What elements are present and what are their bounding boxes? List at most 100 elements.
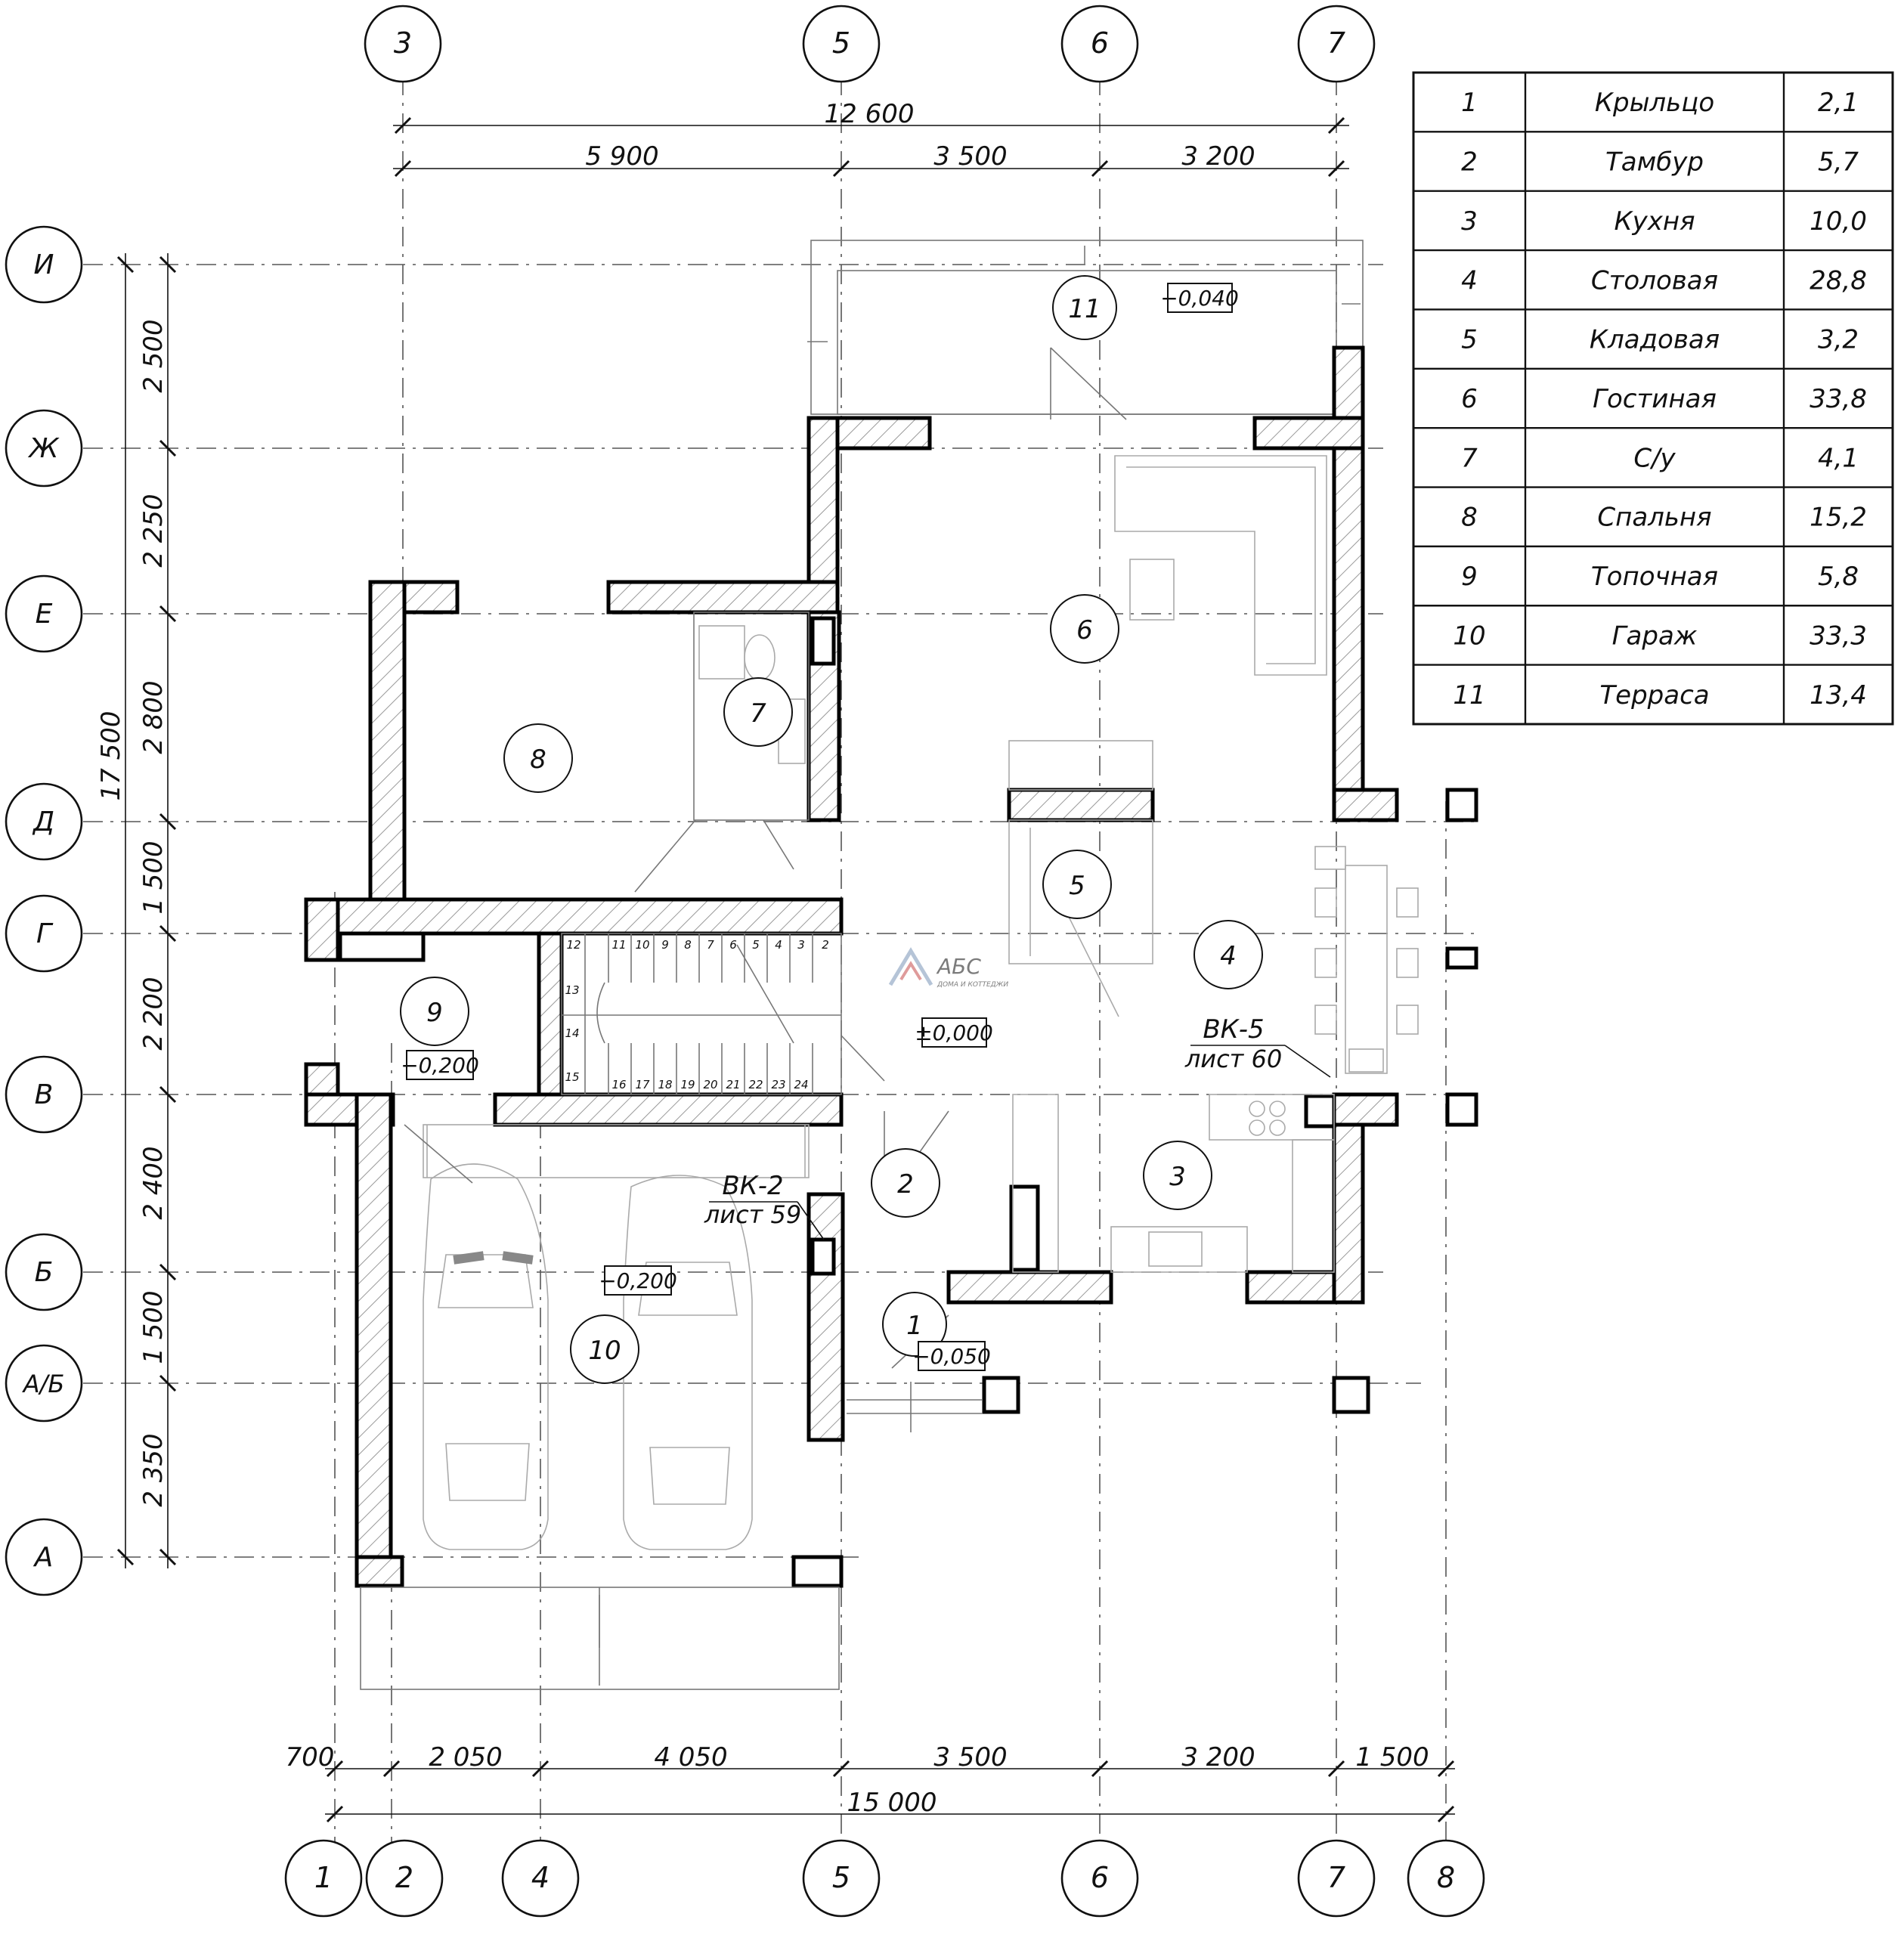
dim-left-seg-6: 2 400 xyxy=(138,1146,169,1219)
room-number-10: 10 xyxy=(588,1336,621,1366)
doors xyxy=(404,819,983,1648)
stair-step-10: 10 xyxy=(635,938,649,952)
axis-bottom-4: 4 xyxy=(531,1861,550,1894)
axis-left-Д: Д xyxy=(32,807,54,837)
room-number-8: 8 xyxy=(530,745,546,775)
dim-left-seg-4: 1 500 xyxy=(138,841,169,914)
table-cell-number: 8 xyxy=(1461,503,1478,533)
stair-step-5: 5 xyxy=(752,938,760,952)
stair-step-7: 7 xyxy=(707,938,714,952)
axis-bubbles-left: И Ж Е Д Г В Б А/Б А xyxy=(5,225,83,1596)
table-cell-area: 33,3 xyxy=(1810,621,1867,651)
level-boiler: −0,200 xyxy=(401,1053,479,1078)
dim-left-seg-5: 2 200 xyxy=(138,977,169,1050)
table-cell-room-name: Гостиная xyxy=(1593,384,1717,414)
stair-step-24: 24 xyxy=(794,1078,808,1091)
axis-left-А: А xyxy=(33,1542,54,1573)
axis-top-3: 3 xyxy=(394,26,412,60)
axis-left-А/Б: А/Б xyxy=(22,1370,65,1398)
table-cell-room-name: Терраса xyxy=(1599,680,1709,711)
table-cell-room-name: Столовая xyxy=(1591,265,1718,296)
axis-bottom-6: 6 xyxy=(1091,1861,1109,1894)
room-number-1: 1 xyxy=(906,1311,923,1341)
vk5-sheet: лист 60 xyxy=(1184,1045,1282,1073)
table-cell-number: 9 xyxy=(1461,562,1478,592)
table-cell-number: 5 xyxy=(1461,325,1478,355)
room-number-6: 6 xyxy=(1076,615,1093,646)
table-cell-area: 5,8 xyxy=(1818,562,1859,592)
table-cell-number: 2 xyxy=(1461,147,1478,178)
table-cell-room-name: Кухня xyxy=(1614,206,1695,237)
room-number-2: 2 xyxy=(897,1169,914,1200)
stair-step-11: 11 xyxy=(611,938,626,952)
stair-step-16: 16 xyxy=(611,1078,626,1091)
axis-bubbles-bottom: 1 2 4 5 6 7 8 xyxy=(284,1839,1485,1918)
axis-bottom-5: 5 xyxy=(832,1861,850,1894)
dim-top-seg-1: 5 900 xyxy=(585,141,658,172)
stair-step-17: 17 xyxy=(635,1078,650,1091)
stair-step-9: 9 xyxy=(661,938,669,952)
axis-bottom-7: 7 xyxy=(1327,1861,1345,1894)
table-cell-room-name: Кладовая xyxy=(1590,325,1720,355)
table-cell-room-name: Тамбур xyxy=(1605,147,1704,178)
dim-top-overall: 12 600 xyxy=(825,99,915,129)
axis-left-Е: Е xyxy=(36,599,53,630)
dim-bottom-seg-6: 1 500 xyxy=(1355,1742,1429,1772)
room-number-5: 5 xyxy=(1069,871,1085,901)
stair-step-20: 20 xyxy=(703,1078,717,1091)
table-cell-number: 6 xyxy=(1461,384,1478,414)
stair-step-15: 15 xyxy=(565,1070,579,1084)
table-cell-number: 3 xyxy=(1461,206,1478,237)
room-number-3: 3 xyxy=(1169,1162,1186,1192)
axis-left-Г: Г xyxy=(36,918,54,949)
axis-bubbles-top: 3 5 6 7 xyxy=(364,5,1376,83)
room-number-11: 11 xyxy=(1068,294,1101,324)
table-cell-room-name: Крыльцо xyxy=(1595,88,1714,118)
table-cell-number: 10 xyxy=(1453,621,1485,651)
dim-bottom-seg-2: 2 050 xyxy=(429,1742,502,1772)
dim-top-seg-3: 3 200 xyxy=(1181,141,1255,172)
table-cell-room-name: Гараж xyxy=(1612,621,1698,651)
stair-step-6: 6 xyxy=(729,938,737,952)
table-cell-number: 1 xyxy=(1461,88,1478,118)
watermark-name: АБС xyxy=(936,954,981,979)
level-garage: −0,200 xyxy=(599,1268,677,1293)
table-cell-area: 4,1 xyxy=(1818,443,1859,473)
table-cell-number: 7 xyxy=(1461,443,1478,473)
axis-left-В: В xyxy=(35,1079,54,1110)
table-cell-area: 5,7 xyxy=(1818,147,1859,178)
table-cell-room-name: Топочная xyxy=(1591,562,1718,592)
table-cell-area: 13,4 xyxy=(1810,680,1867,711)
dimension-bottom: 700 2 050 4 050 3 500 3 200 1 500 15 000 xyxy=(286,1742,1455,1823)
level-marks: −0,040 ±0,000 −0,200 −0,200 −0,050 xyxy=(401,283,1239,1371)
axis-left-И: И xyxy=(34,249,54,280)
table-cell-area: 10,0 xyxy=(1810,206,1867,237)
terrace-outline xyxy=(807,240,1364,420)
watermark-tagline: ДОМА И КОТТЕДЖИ xyxy=(937,981,1008,989)
vk2-title: ВК-2 xyxy=(722,1171,783,1201)
dim-left-seg-2: 2 250 xyxy=(138,494,169,567)
stair-step-13: 13 xyxy=(565,983,579,997)
level-porch: −0,050 xyxy=(912,1344,991,1369)
axis-left-Ж: Ж xyxy=(28,433,60,464)
dim-bottom-overall: 15 000 xyxy=(847,1788,937,1818)
stair-step-23: 23 xyxy=(771,1078,785,1091)
dim-bottom-seg-1: 700 xyxy=(286,1742,335,1772)
walls xyxy=(304,345,1399,1588)
watermark-logo: АБС ДОМА И КОТТЕДЖИ xyxy=(888,947,1008,989)
room-number-9: 9 xyxy=(426,998,443,1028)
room-markers: 1 2 3 4 5 6 7 8 9 10 11 xyxy=(400,275,1263,1384)
table-cell-area: 33,8 xyxy=(1810,384,1867,414)
axis-top-6: 6 xyxy=(1091,26,1109,60)
axis-bottom-2: 2 xyxy=(395,1861,413,1894)
dimension-top: 12 600 5 900 3 500 3 200 xyxy=(393,99,1349,178)
stair-step-4: 4 xyxy=(775,938,782,952)
furniture xyxy=(360,455,1419,1690)
axis-top-5: 5 xyxy=(832,26,850,60)
level-main: ±0,000 xyxy=(915,1020,993,1045)
stair-step-14: 14 xyxy=(565,1026,579,1040)
dim-left-seg-8: 2 350 xyxy=(138,1433,169,1506)
staircase: 12 11 10 9 8 7 6 5 4 3 2 13 14 15 16 17 … xyxy=(561,933,842,1095)
